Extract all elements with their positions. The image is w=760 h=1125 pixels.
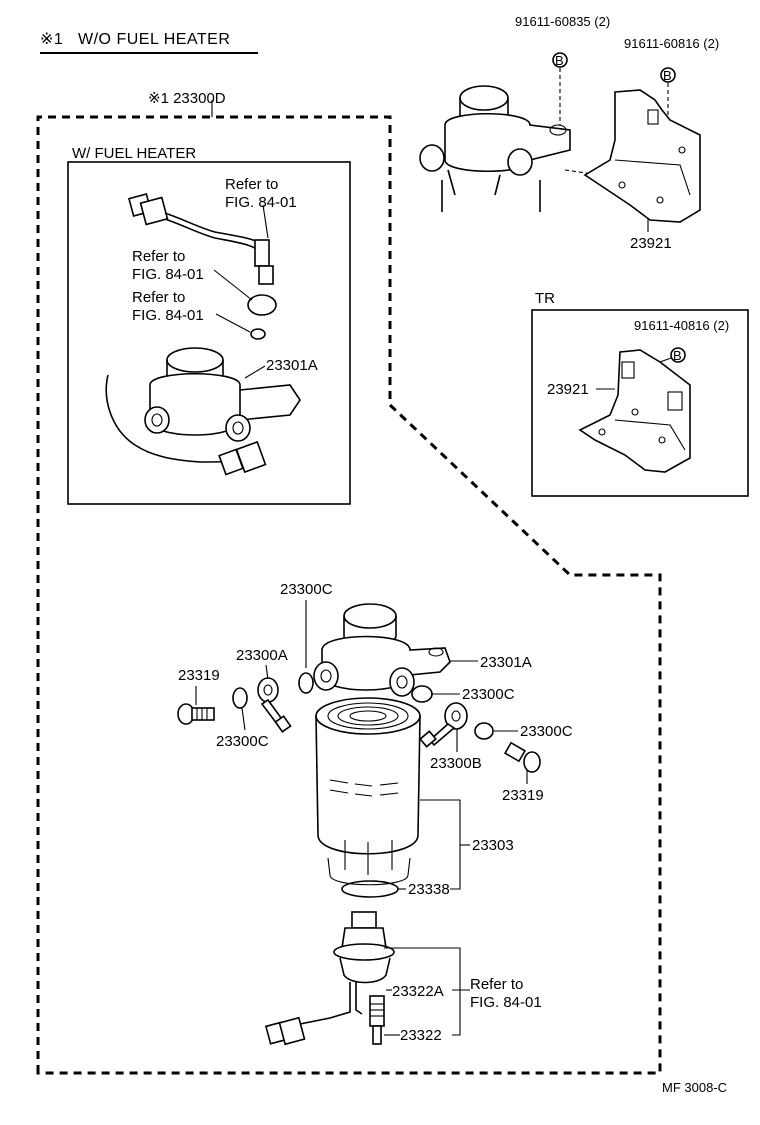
part-23322: 23322 — [400, 1027, 442, 1044]
tr-bracket-drawing — [578, 349, 691, 473]
refer-3-line1: Refer to — [132, 289, 185, 306]
part-23319-right: 23319 — [502, 787, 544, 804]
refer-1-line1: Refer to — [225, 176, 278, 193]
banjo-23300b-drawing — [419, 702, 468, 748]
bracket-23921-top: 23921 — [630, 235, 672, 252]
part-23300c-right: 23300C — [520, 723, 573, 740]
top-bracket-drawing — [583, 89, 701, 223]
badge-b-2-text: B — [663, 68, 672, 83]
washer-23300c-left — [232, 687, 248, 709]
refer-main-line2: FIG. 84-01 — [470, 994, 542, 1011]
top-filter-head-drawing — [419, 85, 571, 212]
part-23300b: 23300B — [430, 755, 482, 772]
header-mark: ※1 — [40, 31, 63, 48]
badge-b-1-text: B — [555, 53, 564, 68]
heater-filter-head-drawing — [105, 347, 301, 476]
refer-2-line1: Refer to — [132, 248, 185, 265]
badge-b-1 — [552, 52, 568, 68]
refer-main-line1: Refer to — [470, 976, 523, 993]
part-23300c-left: 23300C — [216, 733, 269, 750]
main-assembly: 23300C 23300A 23319 23300C — [177, 581, 573, 1046]
bolt-1-label: 91611-60835 (2) — [515, 14, 610, 29]
part-23338: 23338 — [408, 881, 450, 898]
fuel-heater-title: W/ FUEL HEATER — [72, 145, 196, 162]
banjo-23300a-drawing — [257, 677, 292, 733]
assembly-outline: ※1 23300D — [36, 90, 662, 1075]
filter-head-23301a-drawing — [313, 603, 451, 697]
washer-23300c-right — [474, 722, 494, 740]
refer-3-line2: FIG. 84-01 — [132, 307, 204, 324]
wire-connector-drawing — [264, 1016, 306, 1046]
assembly-label: ※1 23300D — [148, 90, 226, 107]
heater-sensor-drawing — [127, 192, 274, 285]
bolt-23319-left-drawing — [177, 703, 215, 725]
header-title: W/O FUEL HEATER — [78, 31, 230, 48]
tr-title: TR — [535, 290, 555, 307]
header: ※1 W/O FUEL HEATER — [40, 31, 258, 54]
washer-small — [250, 328, 266, 340]
o-ring-large — [247, 294, 277, 316]
part-23300c-mid: 23300C — [462, 686, 515, 703]
part-23300a: 23300A — [236, 647, 288, 664]
tr-badge-b — [670, 347, 686, 363]
tr-bracket-23921: 23921 — [547, 381, 589, 398]
filter-cartridge-23303-drawing — [315, 697, 421, 886]
tr-bolt-label: 91611-40816 (2) — [634, 318, 729, 333]
tr-box: TR 91611-40816 (2) B 23921 — [531, 290, 749, 497]
bolt-2-label: 91611-60816 (2) — [624, 36, 719, 51]
o-ring-23338 — [341, 880, 399, 898]
part-23300c-top: 23300C — [280, 581, 333, 598]
part-23319-left: 23319 — [178, 667, 220, 684]
refer-2-line2: FIG. 84-01 — [132, 266, 204, 283]
badge-b-2 — [660, 67, 676, 83]
tr-badge-b-text: B — [673, 348, 682, 363]
sensor-23322-drawing — [369, 995, 385, 1045]
refer-1-line2: FIG. 84-01 — [225, 194, 297, 211]
part-23322a: 23322A — [392, 983, 444, 1000]
top-right-group: 91611-60835 (2) 91611-60816 (2) B B — [419, 14, 719, 252]
washer-23300c-top — [298, 672, 314, 694]
part-23303: 23303 — [472, 837, 514, 854]
washer-23300c-mid — [411, 685, 433, 703]
fuel-heater-box: W/ FUEL HEATER Refer to FIG. 84-01 Refer… — [67, 145, 351, 505]
bolt-23319-right-drawing — [503, 741, 541, 773]
part-23301a: 23301A — [480, 654, 532, 671]
drain-plug-23322a-drawing — [299, 911, 395, 1025]
figure-code: MF 3008-C — [662, 1080, 727, 1095]
heater-part-23301a: 23301A — [266, 357, 318, 374]
